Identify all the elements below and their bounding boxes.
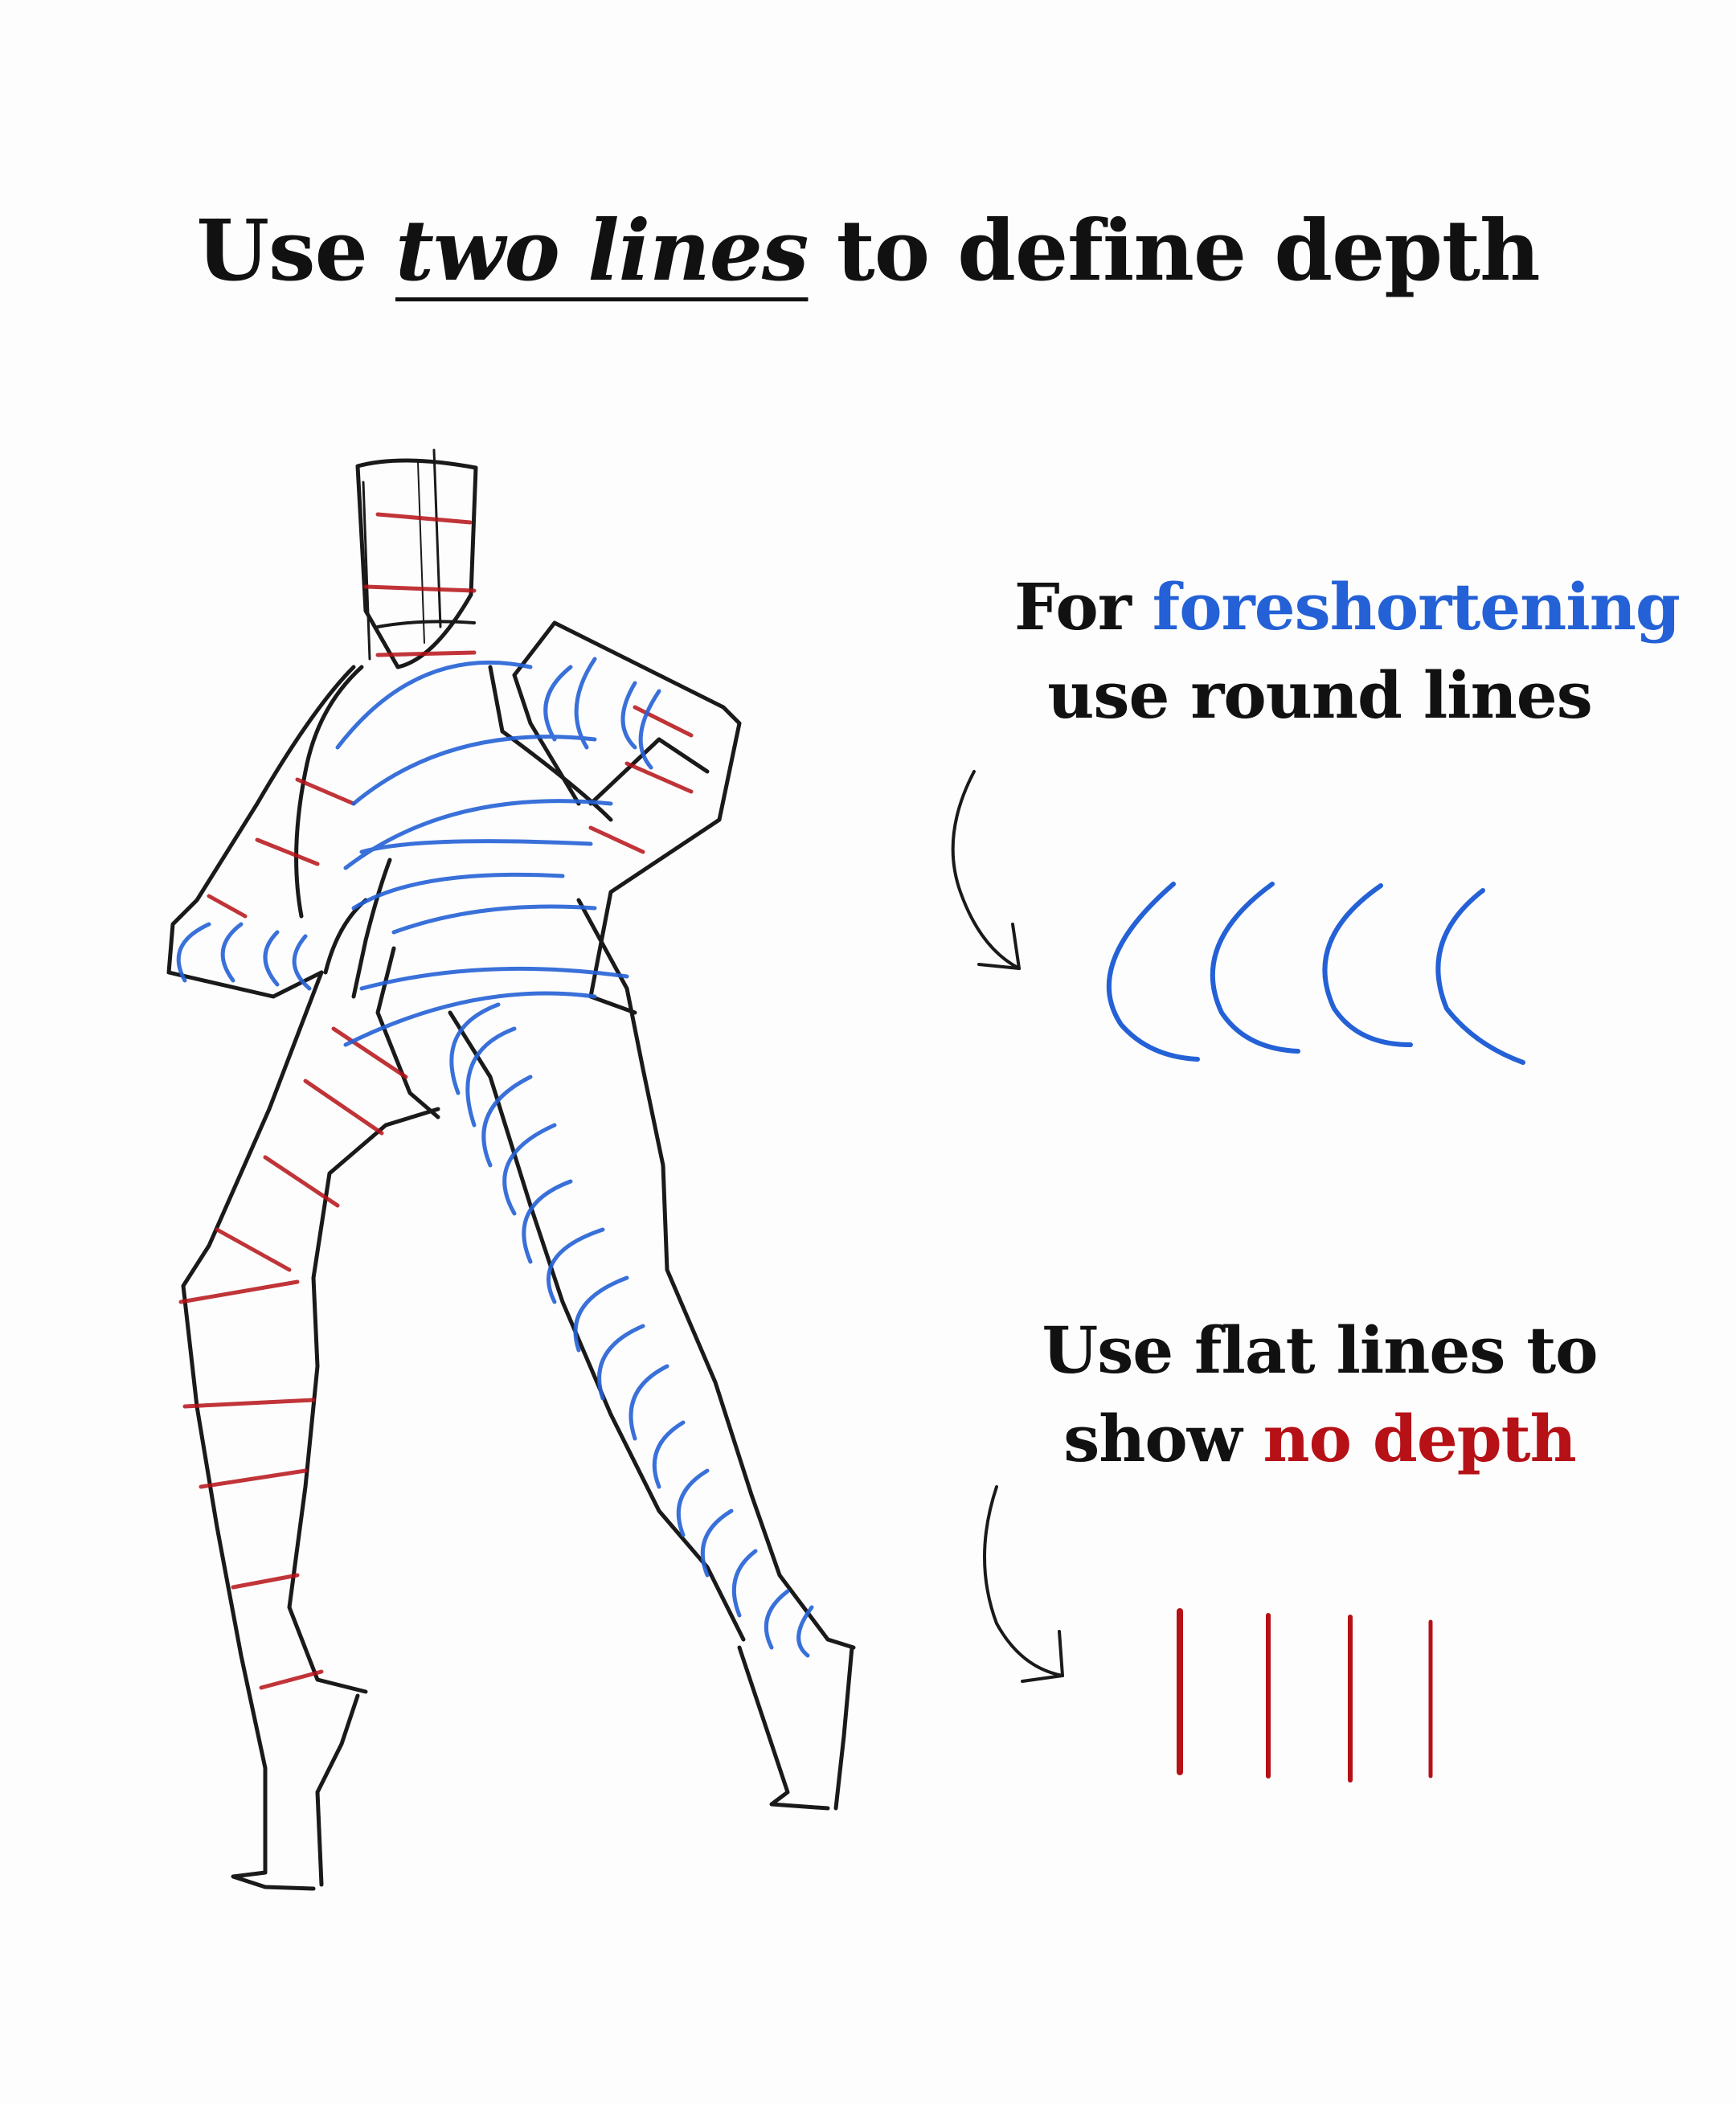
round-lines-example [1107, 882, 1525, 1065]
round-line-3 [1322, 883, 1413, 1047]
title-emphasis: two lines [395, 201, 809, 300]
title-prefix: Use [196, 201, 395, 300]
no-depth-highlight: no depth [1263, 1401, 1577, 1477]
support-leg [181, 970, 324, 1875]
flat-lines-example [1177, 1608, 1433, 1783]
foreshortening-note-line1: For foreshortening [1014, 569, 1681, 645]
arrow-to-flat-lines-icon [983, 1485, 1064, 1683]
bent-arm [166, 665, 356, 999]
foreshortening-note-line2: use round lines [1047, 657, 1592, 734]
round-line-1 [1107, 882, 1200, 1062]
round-line-2 [1210, 882, 1300, 1054]
figure-sketch [166, 448, 856, 1891]
flat-lines-note-line2: show no depth [1063, 1401, 1577, 1477]
back-leg [576, 898, 856, 1650]
arrow-to-round-lines-icon [951, 770, 1021, 970]
flat-lines-note: Use flat lines to show no depth [1014, 1306, 1625, 1484]
raised-arm [512, 620, 742, 1015]
flat-lines-note-line1: Use flat lines to [1042, 1312, 1598, 1388]
round-line-4 [1435, 888, 1525, 1065]
foreshortening-note: For foreshortening use round lines [1014, 563, 1681, 740]
figure-flat-lines [178, 512, 694, 1690]
figure-round-lines [176, 657, 814, 1658]
foreshortening-highlight: foreshortening [1152, 569, 1681, 645]
title-suffix: to define depth [808, 201, 1541, 300]
page-title: Use two lines to define depth [0, 201, 1736, 301]
torso-outline [294, 665, 364, 919]
head-outline [355, 458, 478, 669]
